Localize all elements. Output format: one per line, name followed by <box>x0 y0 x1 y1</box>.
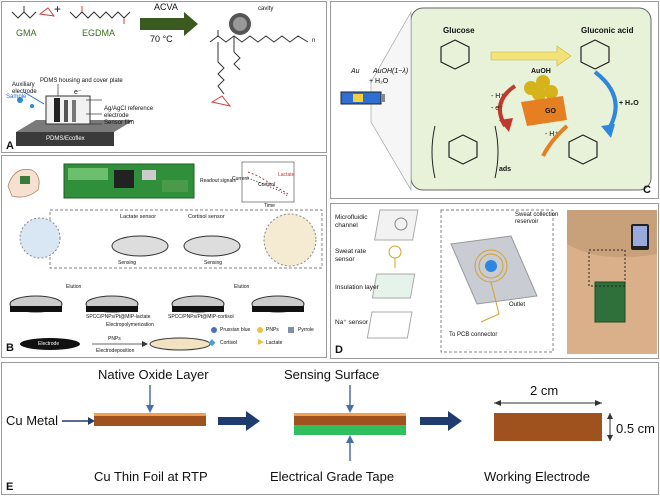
readout-label: Readout signals <box>200 178 236 184</box>
minus-e-label: - e⁻ <box>491 105 503 112</box>
elution-label-1: Elution <box>66 284 82 290</box>
auoh-center-label: AuOH <box>531 68 551 75</box>
panel-d: Microfluidic channel Sweat rate sensor I… <box>330 203 659 359</box>
panel-e-letter: E <box>6 481 14 493</box>
egdma-label: EGDMA <box>82 28 116 38</box>
panel-a: GMA + EGDMA ACVA 70 °C cavity n PDMS hou… <box>1 1 327 153</box>
auoh-label: AuOH(1−λ) <box>373 68 409 75</box>
minus-h-label-1: - H⁺ <box>491 93 505 100</box>
panel-b: Readout signals Current Time Lactate Cor… <box>1 155 327 358</box>
pcb-connector-label: To PCB connector <box>449 332 498 338</box>
ads-label: ads <box>499 166 512 173</box>
h2o-label: + H₂O <box>369 78 389 85</box>
working-electrode <box>494 413 602 441</box>
sensor-film-label: Sensor film <box>104 120 135 126</box>
lactate-sensor-label: Lactate sensor <box>120 214 157 220</box>
cavity-label: cavity <box>258 6 274 12</box>
legend-prussian: Prussian blue <box>220 327 251 333</box>
plus-sign: + <box>54 2 62 16</box>
sensing-surface-label: Sensing Surface <box>284 367 380 382</box>
au-label: Au <box>351 68 360 75</box>
tape-layer <box>294 425 406 435</box>
sensing-label-1: Sensing <box>118 260 137 266</box>
electrode-label: Electrode <box>38 341 60 347</box>
electropolymerization-label: Electropolymerization <box>106 322 154 328</box>
pdms-base <box>16 132 114 146</box>
minus-h-label-2: - H⁺ <box>545 131 559 138</box>
panel-d-letter: D <box>335 344 343 356</box>
tape-label: Electrical Grade Tape <box>270 469 395 484</box>
cortisol-sensor-label: Cortisol sensor <box>188 214 225 220</box>
sweat-rate-label: Sweat rate sensor <box>335 248 367 263</box>
panel-e: Native Oxide Layer Sensing Surface Cu Me… <box>1 362 659 495</box>
sweat-collection-label: Sweat collection reservoir <box>515 212 559 225</box>
panel-c: Au AuOH(1−λ) + H₂O Glucose Gluconic acid… <box>330 1 659 199</box>
insulation-label: Insulation layer <box>335 284 379 291</box>
half-cm-label: 0.5 cm <box>616 421 656 436</box>
panel-a-graphics <box>11 6 309 146</box>
pdms-ecoflex-label: PDMS/Ecoflex <box>46 136 85 142</box>
legend-pnps: PNPs <box>266 327 279 333</box>
spcc-cortisol-label: SPCC/PNPs/Pt@MIP-cortisol <box>168 314 234 320</box>
ref-electrode-label: Ag/AgCl reference electrode <box>104 106 154 119</box>
glucose-label: Glucose <box>443 26 475 35</box>
panel-e-graphics <box>62 385 613 461</box>
lactate-legend-label: Lactate <box>278 172 295 178</box>
elution-label-2: Elution <box>234 284 250 290</box>
outlet-label: Outlet <box>509 302 526 308</box>
electrodeposition-label: Electrodeposition <box>96 348 135 354</box>
copper-foil <box>94 416 206 426</box>
gma-label: GMA <box>16 28 37 38</box>
reaction-arrow <box>140 12 198 36</box>
sample-label: Sample <box>6 94 27 100</box>
pdms-housing-label: PDMS housing and cover plate <box>40 78 123 84</box>
go-label: GO <box>545 108 556 115</box>
working-electrode-label: Working Electrode <box>484 469 590 484</box>
pnps-label: PNPs <box>108 336 121 342</box>
time-label: Time <box>264 203 275 209</box>
cu-foil-label: Cu Thin Foil at RTP <box>94 469 208 484</box>
cu-metal-label: Cu Metal <box>6 413 59 428</box>
panel-c-letter: C <box>643 184 651 196</box>
plus-h2o-label: + H₂O <box>619 100 639 107</box>
n-subscript: n <box>312 38 316 44</box>
panel-c-graphics <box>340 7 652 192</box>
aux-electrode-label: Auxiliary electrode <box>12 82 37 95</box>
two-cm-label: 2 cm <box>530 383 559 398</box>
panel-b-letter: B <box>6 342 14 354</box>
sensing-label-2: Sensing <box>204 260 223 266</box>
microfluidic-label: Microfluidic channel <box>335 214 368 229</box>
legend-cortisol: Cortisol <box>220 340 237 346</box>
cortisol-legend-label: Cortisol <box>258 182 275 188</box>
legend-pyrrole: Pyrrole <box>298 327 314 333</box>
gluconic-label: Gluconic acid <box>581 26 634 35</box>
temp-label: 70 °C <box>150 34 173 44</box>
panel-b-graphics <box>7 161 323 351</box>
panel-a-letter: A <box>6 140 14 152</box>
na-sensor-label: Na⁺ sensor <box>335 319 369 326</box>
oxide-layer <box>94 413 206 416</box>
spcc-lactate-label: SPCC/PNPs/Pt@MIP-lactate <box>86 314 151 320</box>
panel-d-graphics <box>366 209 657 354</box>
current-label: Current <box>232 176 249 182</box>
native-oxide-label: Native Oxide Layer <box>98 367 209 382</box>
acva-label: ACVA <box>154 2 178 12</box>
legend-lactate: Lactate <box>266 340 283 346</box>
electron-label: e⁻ <box>74 89 82 96</box>
